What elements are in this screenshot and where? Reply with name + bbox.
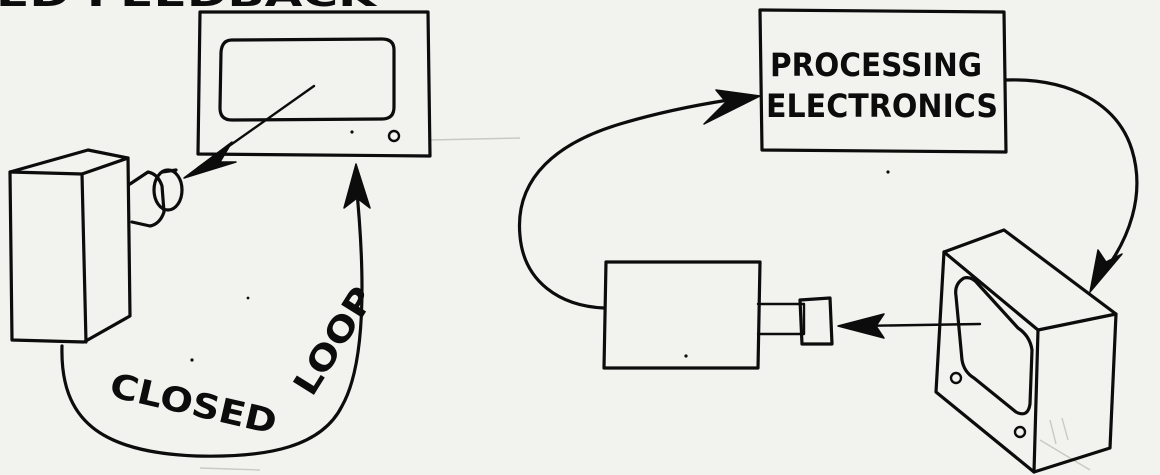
right-image-arrow bbox=[837, 313, 982, 339]
monitor-knob-icon bbox=[387, 129, 401, 143]
closed-loop-line bbox=[60, 180, 364, 458]
loop-to-processor-arrowhead bbox=[703, 89, 761, 125]
right-camera bbox=[602, 260, 834, 370]
processing-label: PROCESSING bbox=[770, 46, 982, 84]
processing-box-outline bbox=[758, 8, 1008, 154]
camera-body-front bbox=[8, 170, 88, 344]
camera-lens-barrel bbox=[756, 302, 806, 336]
processing-box: PROCESSING ELECTRONICS bbox=[758, 8, 1008, 154]
left-camera bbox=[8, 148, 184, 344]
camera-dot bbox=[684, 354, 688, 358]
closed-label: CLOSED bbox=[106, 366, 281, 443]
loop-to-processor-line bbox=[517, 96, 744, 310]
monitor-outline bbox=[934, 228, 1118, 474]
monitor-dot bbox=[350, 130, 354, 134]
left-loop bbox=[60, 163, 371, 458]
closed-loop-arrowhead bbox=[343, 163, 371, 209]
monitor-screen bbox=[954, 276, 1034, 416]
processor-to-monitor-arrowhead bbox=[1089, 249, 1123, 293]
paper-mark bbox=[199, 467, 261, 471]
image-path-line bbox=[856, 322, 982, 328]
camera-body bbox=[602, 260, 762, 370]
image-path-arrowhead bbox=[183, 141, 237, 179]
monitor-top-edge bbox=[1036, 312, 1118, 332]
camera-lens-barrel bbox=[128, 170, 166, 228]
monitor-knob-icon bbox=[1013, 425, 1027, 439]
electronics-label: ELECTRONICS bbox=[766, 87, 998, 125]
right-monitor bbox=[934, 228, 1118, 474]
image-path-arrowhead bbox=[837, 313, 885, 339]
loop-dot bbox=[190, 358, 194, 362]
loop-label: LOOP bbox=[286, 280, 384, 403]
right-loop bbox=[517, 78, 1139, 310]
loop-dot bbox=[886, 170, 890, 174]
camera-body-top-edge bbox=[80, 156, 130, 176]
processor-to-monitor-line bbox=[1004, 78, 1139, 274]
closed-loop-label: CLOSED LOOP bbox=[106, 280, 383, 443]
monitor-screen bbox=[218, 37, 396, 122]
paper-mark bbox=[429, 137, 521, 141]
left-monitor bbox=[196, 10, 432, 158]
paper-mark bbox=[1039, 439, 1091, 471]
camera-lens-icon bbox=[798, 296, 834, 346]
loop-dot bbox=[246, 296, 250, 300]
left-image-arrow bbox=[183, 84, 316, 179]
monitor-knob-icon bbox=[949, 371, 963, 385]
monitor-cabinet bbox=[196, 10, 432, 158]
camera-lens-icon bbox=[152, 168, 184, 212]
paper-mark bbox=[1049, 417, 1069, 445]
camera-lens-rim bbox=[160, 168, 178, 174]
camera-body-outline bbox=[8, 148, 132, 344]
